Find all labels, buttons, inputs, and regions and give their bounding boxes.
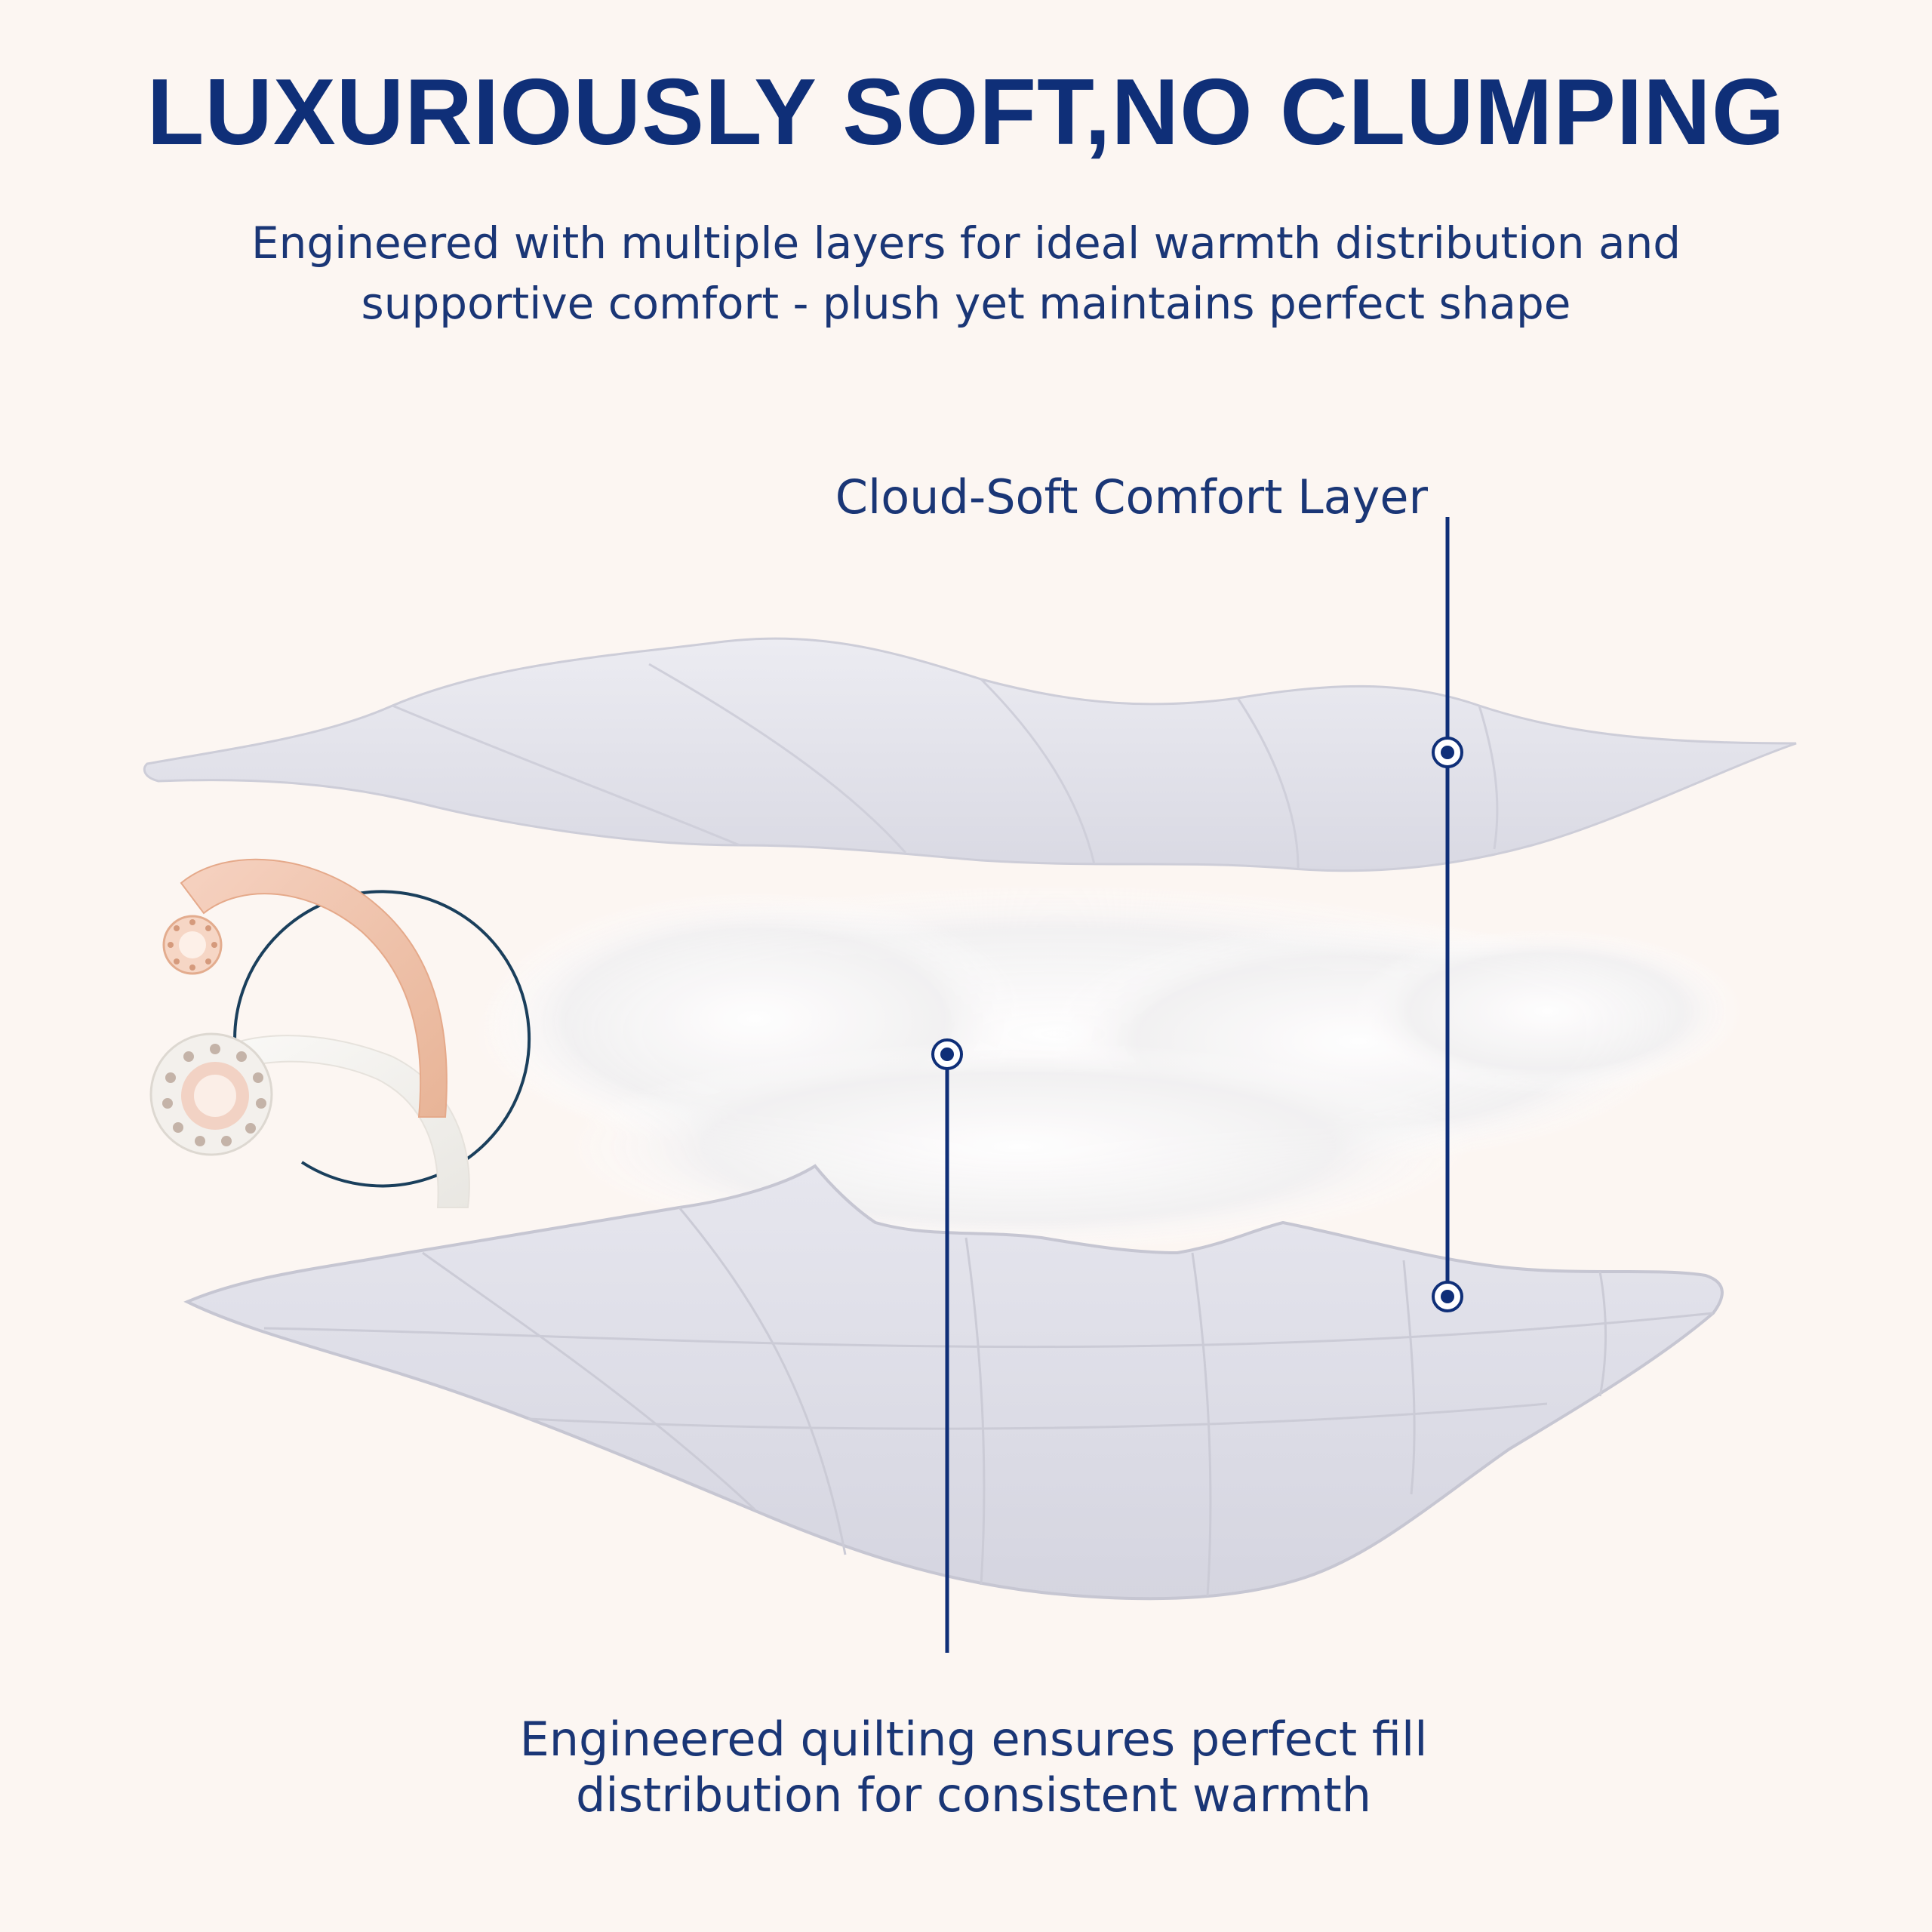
page-title: LUXURIOUSLY SOFT,NO CLUMPING — [146, 60, 1786, 165]
quilting-label: Engineered quilting ensures perfect fill… — [519, 1712, 1428, 1823]
comfort-layer-label: Cloud-Soft Comfort Layer — [835, 469, 1428, 525]
bottom-fabric-layer — [183, 1164, 1724, 1601]
fiber-cross-section-icon — [149, 858, 531, 1208]
cloud-fill-layer — [468, 883, 1743, 1253]
top-fabric-layer — [143, 637, 1797, 872]
callout-bottom-leader — [931, 1038, 963, 1653]
page-subtitle: Engineered with multiple layers for idea… — [251, 217, 1681, 329]
callout-top-leader — [1432, 517, 1463, 1312]
